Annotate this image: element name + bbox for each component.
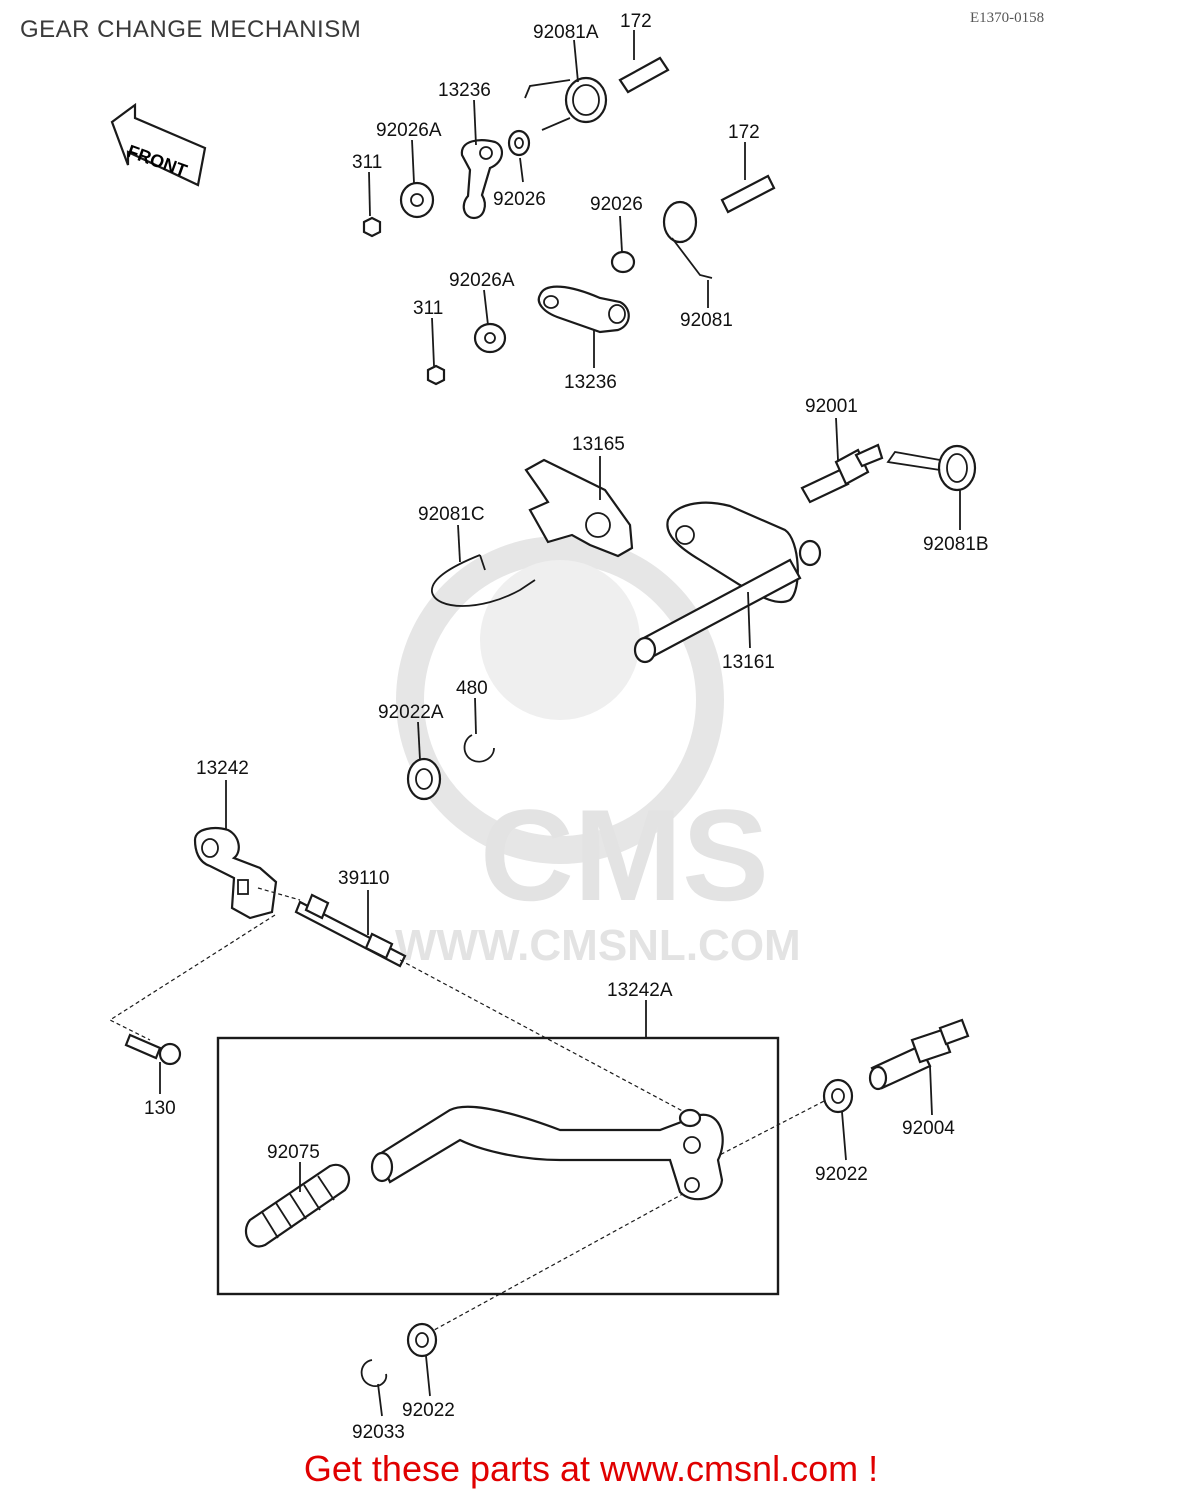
footer-link-text[interactable]: Get these parts at www.cmsnl.com !	[303, 1448, 879, 1489]
shaft-13161	[633, 501, 822, 664]
callout-13165: 13165	[572, 434, 625, 455]
callout-92022-lower: 92022	[402, 1400, 455, 1421]
spring-92081C	[431, 554, 536, 607]
rod-39110	[294, 893, 407, 968]
pin-172-right	[720, 174, 776, 214]
callout-92022A: 92022A	[378, 702, 444, 723]
arm-13236-upper	[460, 139, 503, 220]
front-arrow-marker: FRONT	[110, 102, 207, 187]
callout-92026A-lower: 92026A	[449, 270, 515, 291]
callout-92081B: 92081B	[923, 534, 989, 555]
callout-172-upper: 172	[620, 11, 652, 32]
callout-311-upper: 311	[352, 152, 382, 173]
watermark: CMS WWW.CMSNL.COM	[395, 536, 801, 970]
callout-92081: 92081	[680, 310, 733, 331]
washer-92026A-lower	[473, 322, 507, 354]
watermark-url: WWW.CMSNL.COM	[395, 921, 801, 970]
callout-13161: 13161	[722, 652, 775, 673]
washer-92026A-upper	[399, 181, 435, 219]
pin-92004	[868, 1018, 970, 1091]
spring-92081	[662, 200, 713, 279]
nut-311-lower	[426, 364, 446, 386]
arm-13236-lower	[537, 285, 630, 334]
washer-92022-lower	[406, 1322, 438, 1358]
callout-92001: 92001	[805, 396, 858, 417]
callout-13236-upper: 13236	[438, 80, 491, 101]
callout-92026A-upper: 92026A	[376, 120, 442, 141]
leader-lines	[159, 30, 961, 1417]
spring-92081A	[524, 76, 608, 131]
callout-92022-right: 92022	[815, 1164, 868, 1185]
washer-92026-mid	[610, 250, 636, 274]
rubber-92075	[244, 1163, 351, 1248]
callout-92075: 92075	[267, 1142, 320, 1163]
pedal-13242A	[370, 1105, 724, 1201]
nut-311-upper	[362, 216, 382, 238]
callout-13236-lower: 13236	[564, 372, 617, 393]
washer-92026-upper	[507, 129, 531, 157]
callout-172-right: 172	[728, 122, 760, 143]
watermark-logo-text: CMS	[480, 782, 769, 928]
callout-311-lower: 311	[413, 298, 443, 319]
callout-13242A: 13242A	[607, 980, 673, 1001]
callout-92026-upper: 92026	[493, 189, 546, 210]
joint-13242	[193, 827, 278, 920]
diagram-code: E1370-0158	[970, 10, 1045, 26]
callout-480: 480	[456, 678, 488, 699]
callout-92081C: 92081C	[418, 504, 485, 525]
callout-13242: 13242	[196, 758, 249, 779]
plate-13165	[524, 458, 634, 558]
washer-92022A	[406, 757, 442, 801]
pin-172-upper	[618, 56, 670, 94]
callout-92026-mid: 92026	[590, 194, 643, 215]
circlip-480	[463, 734, 495, 763]
clip-92033	[360, 1359, 388, 1387]
callout-130: 130	[144, 1098, 176, 1119]
assembly-box-13242A	[216, 1036, 780, 1296]
bolt-92001	[800, 443, 884, 504]
spring-92081B	[886, 444, 977, 492]
bolt-130	[124, 1033, 182, 1066]
callout-39110: 39110	[338, 868, 389, 889]
callout-92004: 92004	[902, 1118, 955, 1139]
callout-labels: 92081A 172 13236 92026A 311 92026 172 92…	[144, 11, 989, 1443]
page-title: GEAR CHANGE MECHANISM	[20, 16, 362, 43]
callout-92081A: 92081A	[533, 22, 599, 43]
washer-92022-right	[822, 1078, 854, 1114]
callout-92033: 92033	[352, 1422, 405, 1443]
